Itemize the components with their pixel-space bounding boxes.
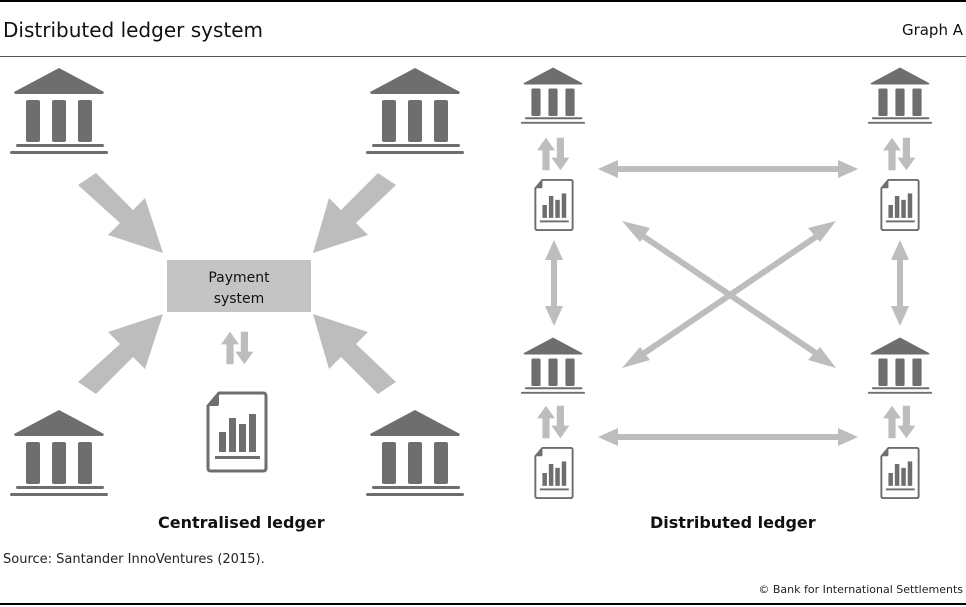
- ledger-document-icon-node-bottom-left: [534, 446, 574, 500]
- copyright-notice: © Bank for International Settlements: [758, 583, 963, 596]
- ledger-diagram: Payment system: [10, 67, 933, 500]
- top-rule: [0, 0, 966, 2]
- bank-icon-top-left: [10, 68, 108, 154]
- double-arrow-icon-top: [598, 160, 858, 178]
- updown-arrows-icon-node-bottom-right: [883, 405, 916, 439]
- bottom-rule: [0, 603, 966, 605]
- graph-label: Graph A: [901, 21, 963, 39]
- double-arrow-icon-bottom: [598, 428, 858, 446]
- ledger-document-icon-node-top-right: [880, 178, 920, 232]
- bank-icon-bottom-right: [366, 410, 464, 496]
- centralised-ledger-caption: Centralised ledger: [158, 513, 325, 532]
- double-arrow-icon-right: [891, 240, 909, 326]
- bank-icon-node-bottom-left: [520, 337, 586, 394]
- updown-arrows-icon-hub: [221, 331, 254, 365]
- arrow-icon-top-right-in: [313, 173, 396, 253]
- distributed-ledger-panel: [520, 67, 933, 500]
- bank-icon-node-bottom-right: [867, 337, 933, 394]
- payment-system-box: Payment system: [167, 260, 311, 312]
- double-arrow-icon-left: [545, 240, 563, 326]
- arrow-icon-top-left-in: [78, 173, 163, 253]
- centralised-ledger-panel: Payment system: [10, 68, 464, 496]
- bank-icon-top-right: [366, 68, 464, 154]
- header-divider: [0, 56, 966, 57]
- payment-system-label-line1: Payment: [208, 270, 270, 286]
- arrow-icon-bottom-left-in: [78, 314, 163, 394]
- bank-icon-bottom-left: [10, 410, 108, 496]
- ledger-document-icon-central: [206, 391, 268, 473]
- double-arrow-icon-diagonal-up: [622, 221, 836, 368]
- updown-arrows-icon-node-bottom-left: [537, 405, 570, 439]
- distributed-ledger-caption: Distributed ledger: [650, 513, 816, 532]
- payment-system-label-line2: system: [214, 291, 265, 307]
- page-title: Distributed ledger system: [3, 18, 264, 42]
- bank-icon-node-top-right: [867, 67, 933, 124]
- ledger-document-icon-node-bottom-right: [880, 446, 920, 500]
- updown-arrows-icon-node-top-left: [537, 137, 570, 171]
- ledger-document-icon-node-top-left: [534, 178, 574, 232]
- arrow-icon-bottom-right-in: [313, 314, 396, 394]
- updown-arrows-icon-node-top-right: [883, 137, 916, 171]
- bank-icon-node-top-left: [520, 67, 586, 124]
- source-note: Source: Santander InnoVentures (2015).: [3, 552, 265, 567]
